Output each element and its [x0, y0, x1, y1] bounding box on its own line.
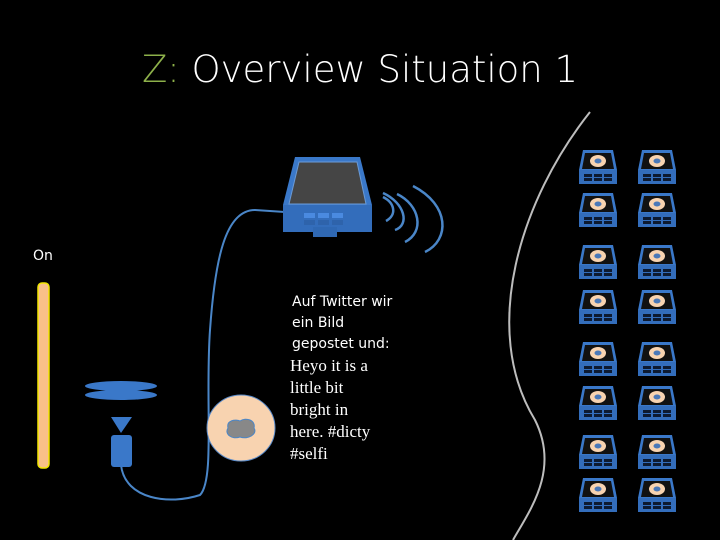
mini-device-icon	[638, 290, 676, 324]
switch-label: On	[33, 248, 53, 264]
mini-device-icon	[579, 435, 617, 469]
caption: Auf Twitter wir ein Bild gepostet und:	[292, 292, 392, 355]
mini-device-icon	[638, 478, 676, 512]
mini-device-icon	[638, 435, 676, 469]
mini-device-icon	[579, 150, 617, 184]
tweet-line: Heyo it is a	[290, 356, 368, 375]
tweet-line: little bit	[290, 378, 344, 397]
tweet-text: Heyo it is a little bit bright in here. …	[290, 355, 370, 465]
caption-line: gepostet und:	[292, 336, 390, 352]
lens-icon	[85, 390, 157, 400]
camera-lens-icon	[111, 417, 132, 433]
device-grid	[579, 150, 676, 512]
tweet-line: #selfi	[290, 444, 328, 463]
caption-line: ein Bild	[292, 315, 345, 331]
mini-device-icon	[579, 342, 617, 376]
page-title: Z: Overview Situation 1	[0, 48, 720, 91]
mini-device-icon	[579, 245, 617, 279]
lens-icon	[85, 381, 157, 391]
mini-device-icon	[579, 193, 617, 227]
mini-device-icon	[638, 342, 676, 376]
mini-device-icon	[579, 478, 617, 512]
cable	[120, 208, 286, 501]
mini-device-icon	[579, 386, 617, 420]
mini-device-icon	[638, 245, 676, 279]
dicty-colony-icon	[226, 418, 256, 439]
boundary-curve	[508, 111, 591, 540]
tweet-line: bright in	[290, 400, 349, 419]
caption-line: Auf Twitter wir	[292, 294, 393, 310]
raspberry-pi-device-icon	[283, 157, 372, 237]
camera-body-icon	[111, 435, 132, 467]
title-prefix: Z:	[141, 48, 180, 91]
light-bar	[37, 282, 50, 469]
wifi-waves-icon	[382, 184, 444, 254]
mini-device-icon	[638, 150, 676, 184]
title-text: Overview Situation 1	[179, 48, 579, 91]
mini-device-icon	[579, 290, 617, 324]
mini-device-icon	[638, 193, 676, 227]
mini-device-icon	[638, 386, 676, 420]
tweet-line: here. #dicty	[290, 422, 371, 441]
